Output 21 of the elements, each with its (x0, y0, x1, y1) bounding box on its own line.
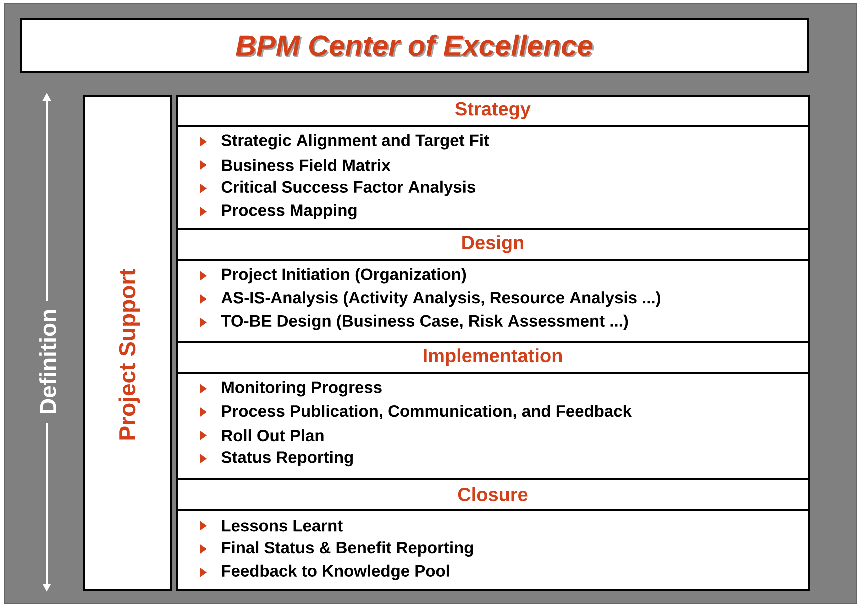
list-item: Strategic Alignment and Target Fit (222, 134, 490, 150)
list-item: AS-IS-Analysis (Activity Analysis, Resource Analysis ...) (222, 292, 661, 307)
list-item: Feedback to Knowledge Pool (222, 564, 450, 580)
list-item: Business Field Matrix (222, 159, 391, 172)
list-item: Monitoring Progress (222, 381, 382, 397)
list-item: Process Publication, Communication, and Feedback (222, 405, 632, 420)
section-header: Design (176, 228, 810, 261)
list-item: Lessons Learnt (222, 520, 343, 532)
list-item: Project Initiation (Organization) (222, 268, 466, 284)
list-item: Process Mapping (222, 204, 357, 220)
list-item: Roll Out Plan (222, 430, 324, 442)
section-header: Closure (176, 478, 810, 511)
list-item: TO-BE Design (Business Case, Risk Assessment ...) (221, 314, 628, 330)
list-item: Critical Success Factor Analysis (222, 180, 476, 196)
list-item: Status Reporting (222, 451, 353, 467)
section-header: Strategy (176, 95, 810, 127)
list-item: Final Status & Benefit Reporting (222, 542, 474, 557)
axis-label: Definition (38, 300, 58, 423)
section-header: Implementation (176, 340, 810, 374)
side-box: Project Support (83, 95, 172, 591)
title-box: BPM Center of Excellence (20, 18, 809, 73)
